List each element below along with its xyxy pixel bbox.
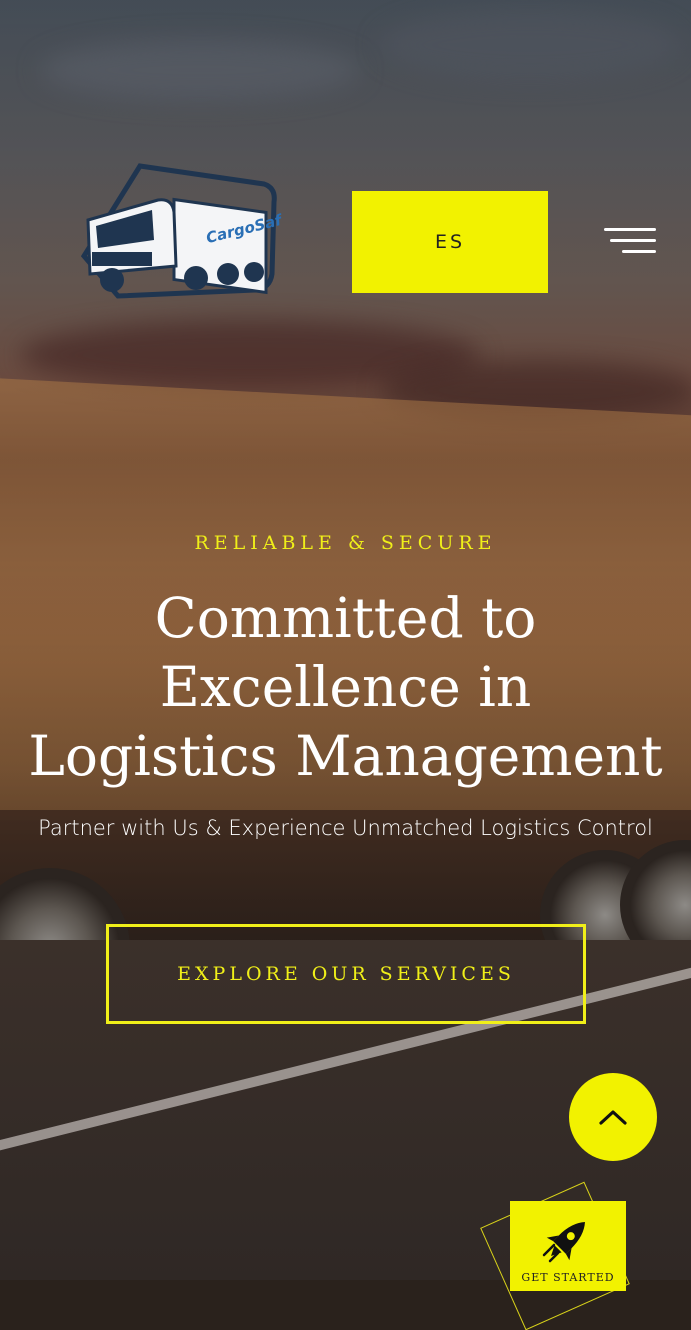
scroll-to-top-button[interactable]	[569, 1073, 657, 1161]
headline-line-1: Committed to	[154, 586, 537, 650]
headline-line-2: Excellence in	[159, 655, 532, 719]
get-started-label: GET STARTED	[521, 1271, 615, 1284]
language-toggle-button[interactable]: ES	[352, 191, 548, 293]
headline-line-3: Logistics Management	[28, 724, 663, 788]
hero-headline: Committed to Excellence in Logistics Man…	[0, 584, 691, 791]
chevron-up-icon	[599, 1110, 627, 1125]
hero-subtitle: Partner with Us & Experience Unmatched L…	[38, 816, 653, 840]
rocket-icon	[542, 1222, 585, 1263]
hero-eyebrow: RELIABLE & SECURE	[194, 532, 497, 554]
hamburger-menu-icon[interactable]	[600, 226, 658, 258]
explore-services-button[interactable]: EXPLORE OUR SERVICES	[106, 924, 586, 1024]
get-started-button[interactable]: GET STARTED	[510, 1201, 626, 1291]
cargosafe-logo[interactable]: CargoSafe	[78, 156, 293, 308]
hero-background	[0, 0, 691, 1280]
